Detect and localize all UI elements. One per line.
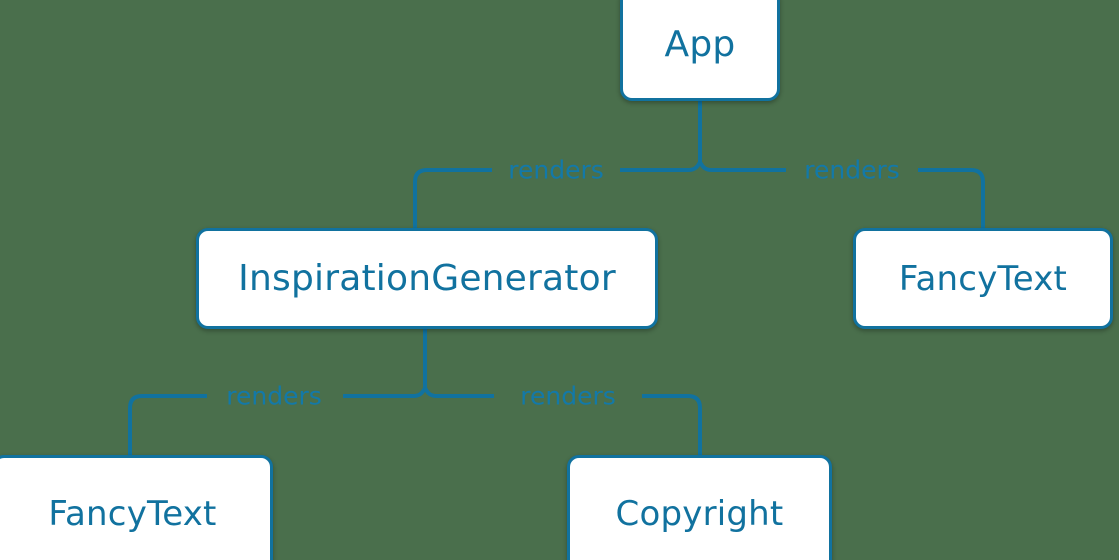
node-copyright[interactable]: Copyright — [567, 455, 832, 560]
edge-inspirationgenerator-to-copyright — [423, 387, 702, 455]
node-inspirationgenerator[interactable]: InspirationGenerator — [196, 228, 658, 329]
node-app[interactable]: App — [620, 0, 780, 101]
edge-label-app-inspirationgenerator: renders — [508, 155, 604, 185]
node-inspirationgenerator-label: InspirationGenerator — [238, 257, 616, 299]
node-fancytext-left[interactable]: FancyText — [0, 455, 273, 560]
node-app-label: App — [664, 23, 736, 65]
node-fancytext-right[interactable]: FancyText — [853, 228, 1113, 329]
node-fancytext-right-label: FancyText — [898, 258, 1068, 299]
node-fancytext-left-label: FancyText — [48, 493, 217, 534]
edge-label-app-fancytext-right: renders — [804, 155, 900, 185]
node-copyright-label: Copyright — [615, 493, 784, 534]
edge-app-to-fancytext-right — [698, 161, 985, 228]
edge-label-inspirationgenerator-fancytext-left: renders — [226, 381, 322, 411]
edge-label-inspirationgenerator-copyright: renders — [520, 381, 616, 411]
